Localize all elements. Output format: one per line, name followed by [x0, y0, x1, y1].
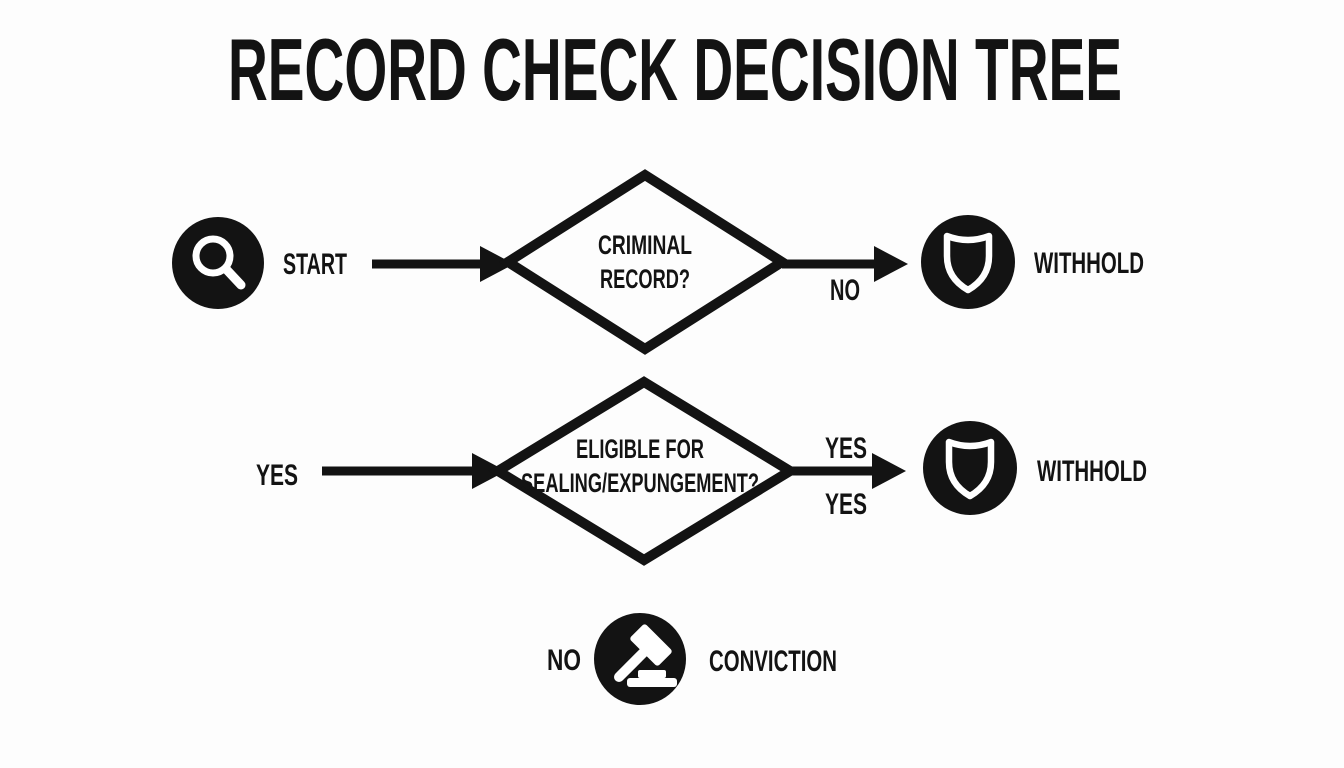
edge-label-yes-left: YES	[256, 459, 298, 492]
page-title: RECORD CHECK DECISION TREE	[228, 20, 1122, 119]
edge-label-yes-bottom: YES	[825, 488, 867, 521]
decision1-criminal-record: CRIMINAL RECORD?	[498, 169, 792, 355]
start-node-circle	[172, 217, 264, 309]
arrow-start-to-decision1	[372, 246, 514, 282]
decision1-diamond	[498, 169, 792, 355]
edge-label-no-bottom: NO	[547, 644, 581, 677]
edge-label-yes-top: YES	[825, 432, 867, 465]
withhold2-label: WITHHOLD	[1037, 455, 1147, 488]
decision1-question-line1: CRIMINAL	[598, 230, 692, 260]
conviction-label: CONVICTION	[709, 645, 837, 678]
conviction-node	[594, 613, 686, 705]
decision2-question-line2: SEALING/EXPUNGEMENT?	[521, 468, 759, 498]
withhold2-node-circle	[923, 421, 1017, 515]
edge-label-no-right: NO	[830, 274, 860, 307]
withhold1-label: WITHHOLD	[1034, 247, 1144, 280]
decision1-question-line2: RECORD?	[600, 264, 690, 294]
start-node	[172, 217, 264, 309]
arrow-yes-to-decision2	[322, 453, 506, 489]
gavel-icon	[614, 624, 677, 687]
shield-icon	[945, 438, 995, 500]
arrow-decision2-to-withhold2	[790, 453, 906, 489]
withhold2-node	[923, 421, 1017, 515]
decision2-sealing-expungement: ELIGIBLE FOR SEALING/EXPUNGEMENT?	[488, 376, 800, 566]
withhold1-node-circle	[921, 215, 1015, 309]
decision2-question-line1: ELIGIBLE FOR	[576, 434, 704, 464]
arrow-decision1-to-withhold1	[782, 246, 908, 282]
shield-icon	[943, 232, 993, 294]
withhold1-node	[921, 215, 1015, 309]
search-icon	[192, 235, 246, 290]
start-label: START	[283, 248, 347, 281]
